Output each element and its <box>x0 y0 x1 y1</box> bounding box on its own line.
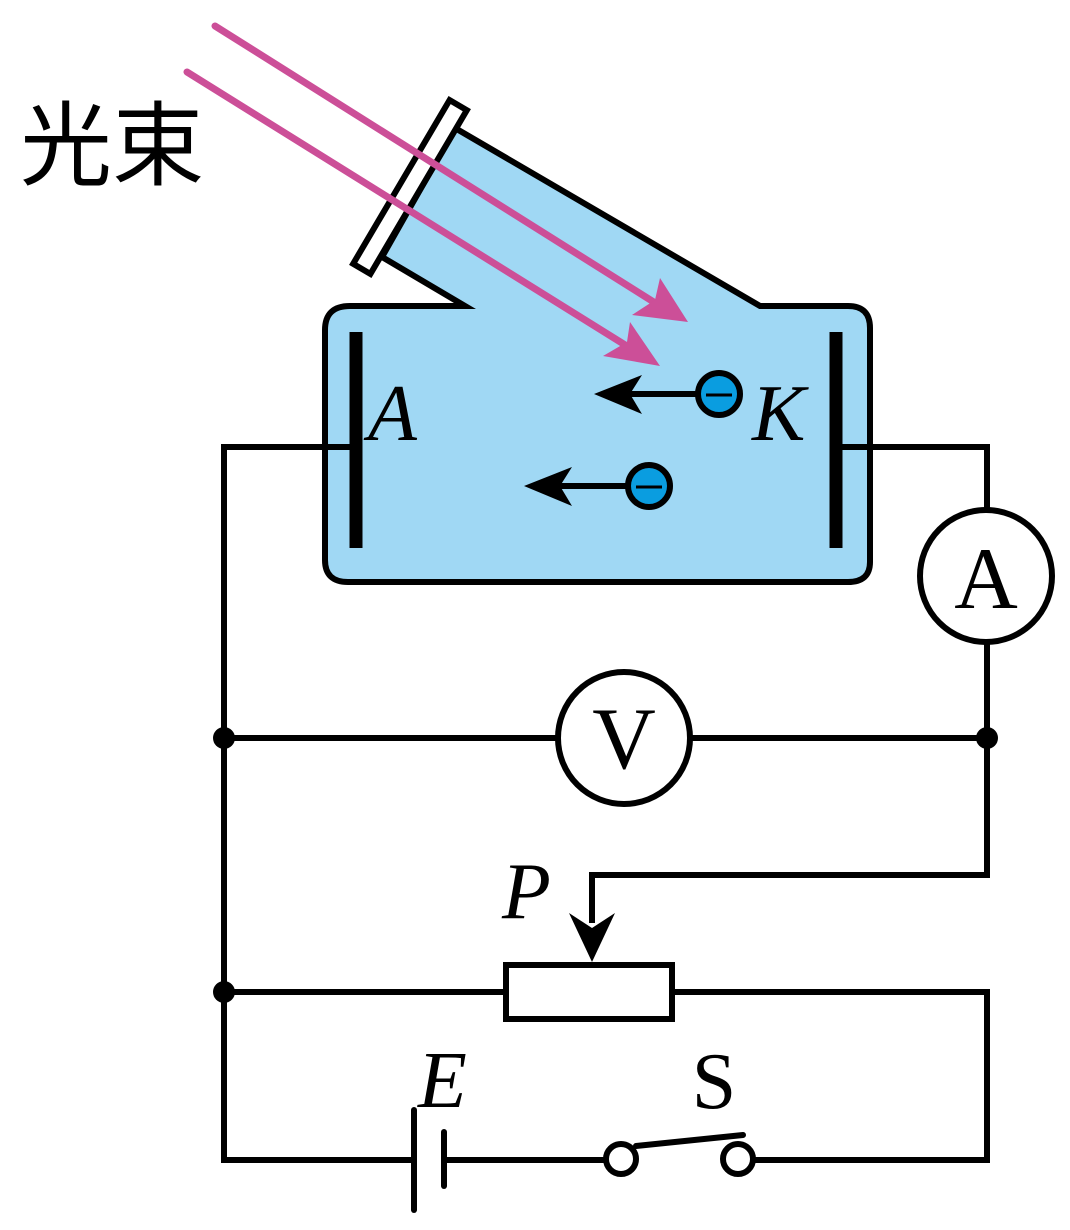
junction-dot <box>976 727 998 749</box>
voltmeter: V <box>555 669 693 807</box>
battery: E <box>411 1037 467 1213</box>
light-rays <box>183 22 688 366</box>
light-ray-1-arrowhead <box>632 278 688 322</box>
anode-label: A <box>363 370 418 458</box>
rheostat: P <box>501 848 675 1022</box>
ammeter-label: A <box>954 531 1018 628</box>
slider-arrowhead <box>569 913 615 962</box>
switch-label: S <box>692 1038 737 1126</box>
light-ray-1 <box>211 22 664 310</box>
quartz-window <box>349 95 471 279</box>
circuit-wires <box>221 444 990 1163</box>
light-ray-2-arrowhead <box>603 322 660 366</box>
light-ray-2 <box>183 68 634 352</box>
electron-2 <box>524 462 673 510</box>
slider-label: P <box>501 848 551 936</box>
electron-2-arrowhead <box>524 467 572 506</box>
light-beam-label: 光束 <box>20 93 204 200</box>
electron-1-arrowhead <box>594 375 642 414</box>
voltmeter-label: V <box>592 691 656 788</box>
junction-dot <box>213 727 235 749</box>
battery-label: E <box>417 1037 467 1125</box>
cathode-label: K <box>751 370 809 458</box>
electron-1 <box>594 370 743 418</box>
switch: S <box>603 1038 756 1177</box>
junction-dot <box>213 981 235 1003</box>
ammeter: A <box>917 507 1055 645</box>
photoelectric-tube <box>322 95 873 585</box>
